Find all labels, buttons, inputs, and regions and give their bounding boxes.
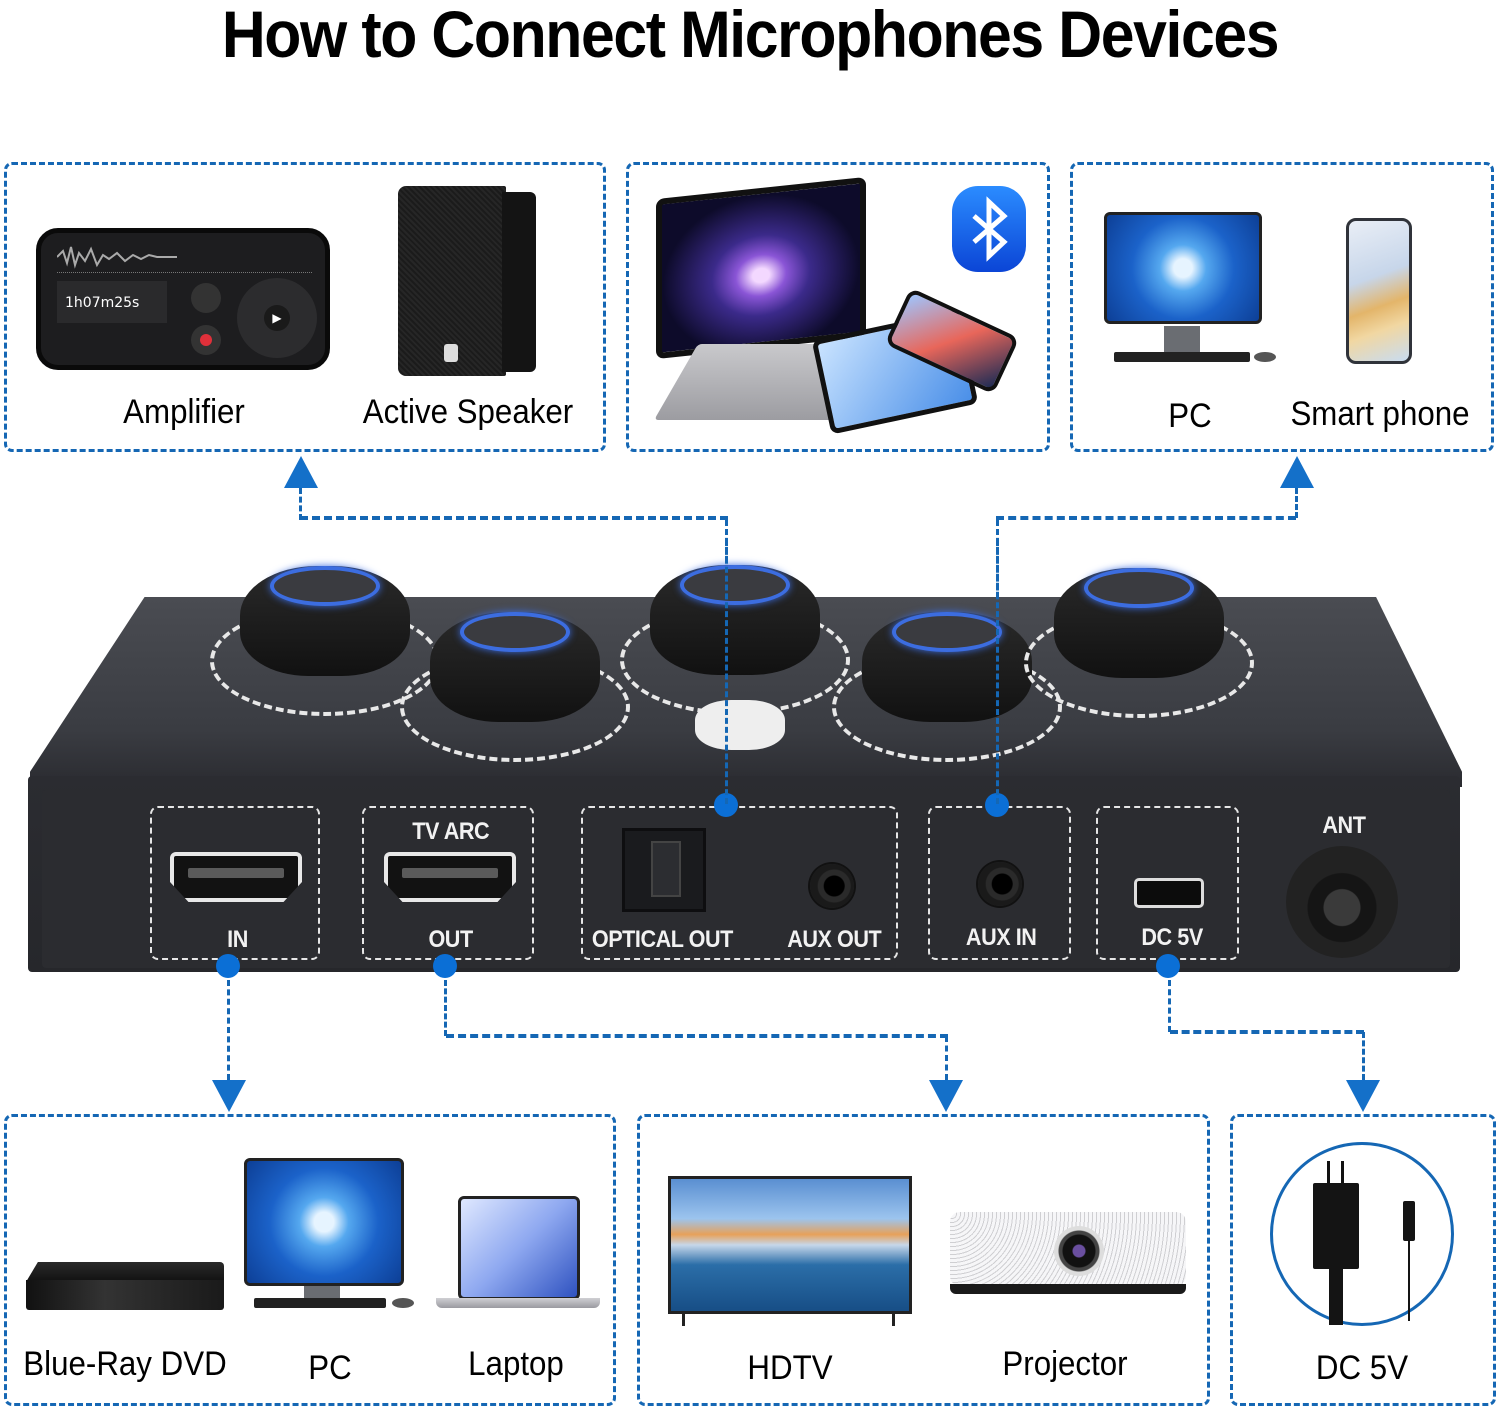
label-active-speaker: Active Speaker [362,393,574,431]
bluetooth-icon [952,186,1026,272]
aux-in-jack-icon [978,862,1022,906]
label-hdmi-out: OUT [428,926,473,953]
connector-line [996,516,1296,520]
connector-line [1295,488,1298,518]
desktop-pc-icon [242,1158,422,1310]
connector-line [1168,980,1171,1032]
group-aux-out-devices [4,162,606,452]
arrow-to-aux-in-devices [1280,456,1314,488]
group-hdmi-in-sources [4,1114,616,1406]
connector-line [300,516,728,520]
connector-line [945,1036,948,1080]
recorder-phone-icon: 1h07m25s ▶ [36,228,330,370]
label-tv-arc: TV ARC [412,818,490,845]
label-laptop: Laptop [468,1345,564,1383]
connector-line [444,980,447,1036]
speaker-icon [398,186,536,378]
label-hdtv: HDTV [747,1349,833,1387]
bluray-player-icon [26,1262,224,1310]
arrow-to-power [1346,1080,1380,1112]
group-hdmi-out-displays [637,1114,1210,1406]
label-hdmi-in: IN [227,926,248,953]
connector-line [996,540,999,804]
connector-line [299,488,302,520]
connector-line [725,540,728,804]
center-button[interactable] [695,700,785,750]
connection-dot [216,954,240,978]
label-blue-ray-dvd: Blue-Ray DVD [23,1345,227,1383]
label-smart-phone: Smart phone [1290,395,1470,433]
smartphone-icon [1346,218,1412,364]
knob-4[interactable] [832,612,1062,762]
knob-5[interactable] [1024,568,1254,718]
tv-icon [668,1176,912,1328]
label-projector: Projector [1002,1345,1128,1383]
arrow-to-hdmi-in-sources [212,1080,246,1112]
label-aux-out: AUX OUT [787,926,882,953]
group-power [1230,1114,1496,1406]
connector-line [446,1034,948,1038]
group-bluetooth-devices [626,162,1050,452]
usb-power-adapter-icon [1270,1142,1454,1326]
connector-line [1362,1032,1365,1080]
port-optical-aux-out[interactable] [581,806,898,960]
label-amplifier: Amplifier [123,393,245,431]
connector-line [227,980,230,1080]
aux-out-jack-icon [810,864,854,908]
label-optical-out: OPTICAL OUT [591,926,734,953]
connector-line [1170,1030,1364,1034]
projector-icon [950,1206,1186,1298]
optical-port-icon [622,828,706,912]
connection-dot [433,954,457,978]
hdmi-port-icon [384,852,516,902]
laptop-icon [436,1194,600,1310]
knob-1[interactable] [210,566,440,716]
arrow-to-aux-out-devices [284,456,318,488]
desktop-pc-icon [1100,212,1280,367]
label-ant: ANT [1322,812,1366,839]
knob-2[interactable] [400,612,630,762]
label-dc-5v-power: DC 5V [1315,1349,1409,1387]
antenna-connector-icon [1286,846,1398,958]
arrow-to-hdmi-out-displays [929,1080,963,1112]
group-aux-in-devices [1070,162,1494,452]
page-title: How to Connect Microphones Devices [221,0,1280,71]
connection-dot [1156,954,1180,978]
hdmi-port-icon [170,852,302,902]
knob-3[interactable] [620,565,850,715]
label-aux-in: AUX IN [965,924,1037,951]
label-pc-top: PC [1168,397,1212,435]
label-dc-5v-port: DC 5V [1141,924,1203,951]
micro-usb-port-icon [1134,878,1204,908]
label-pc-bottom: PC [308,1349,352,1387]
